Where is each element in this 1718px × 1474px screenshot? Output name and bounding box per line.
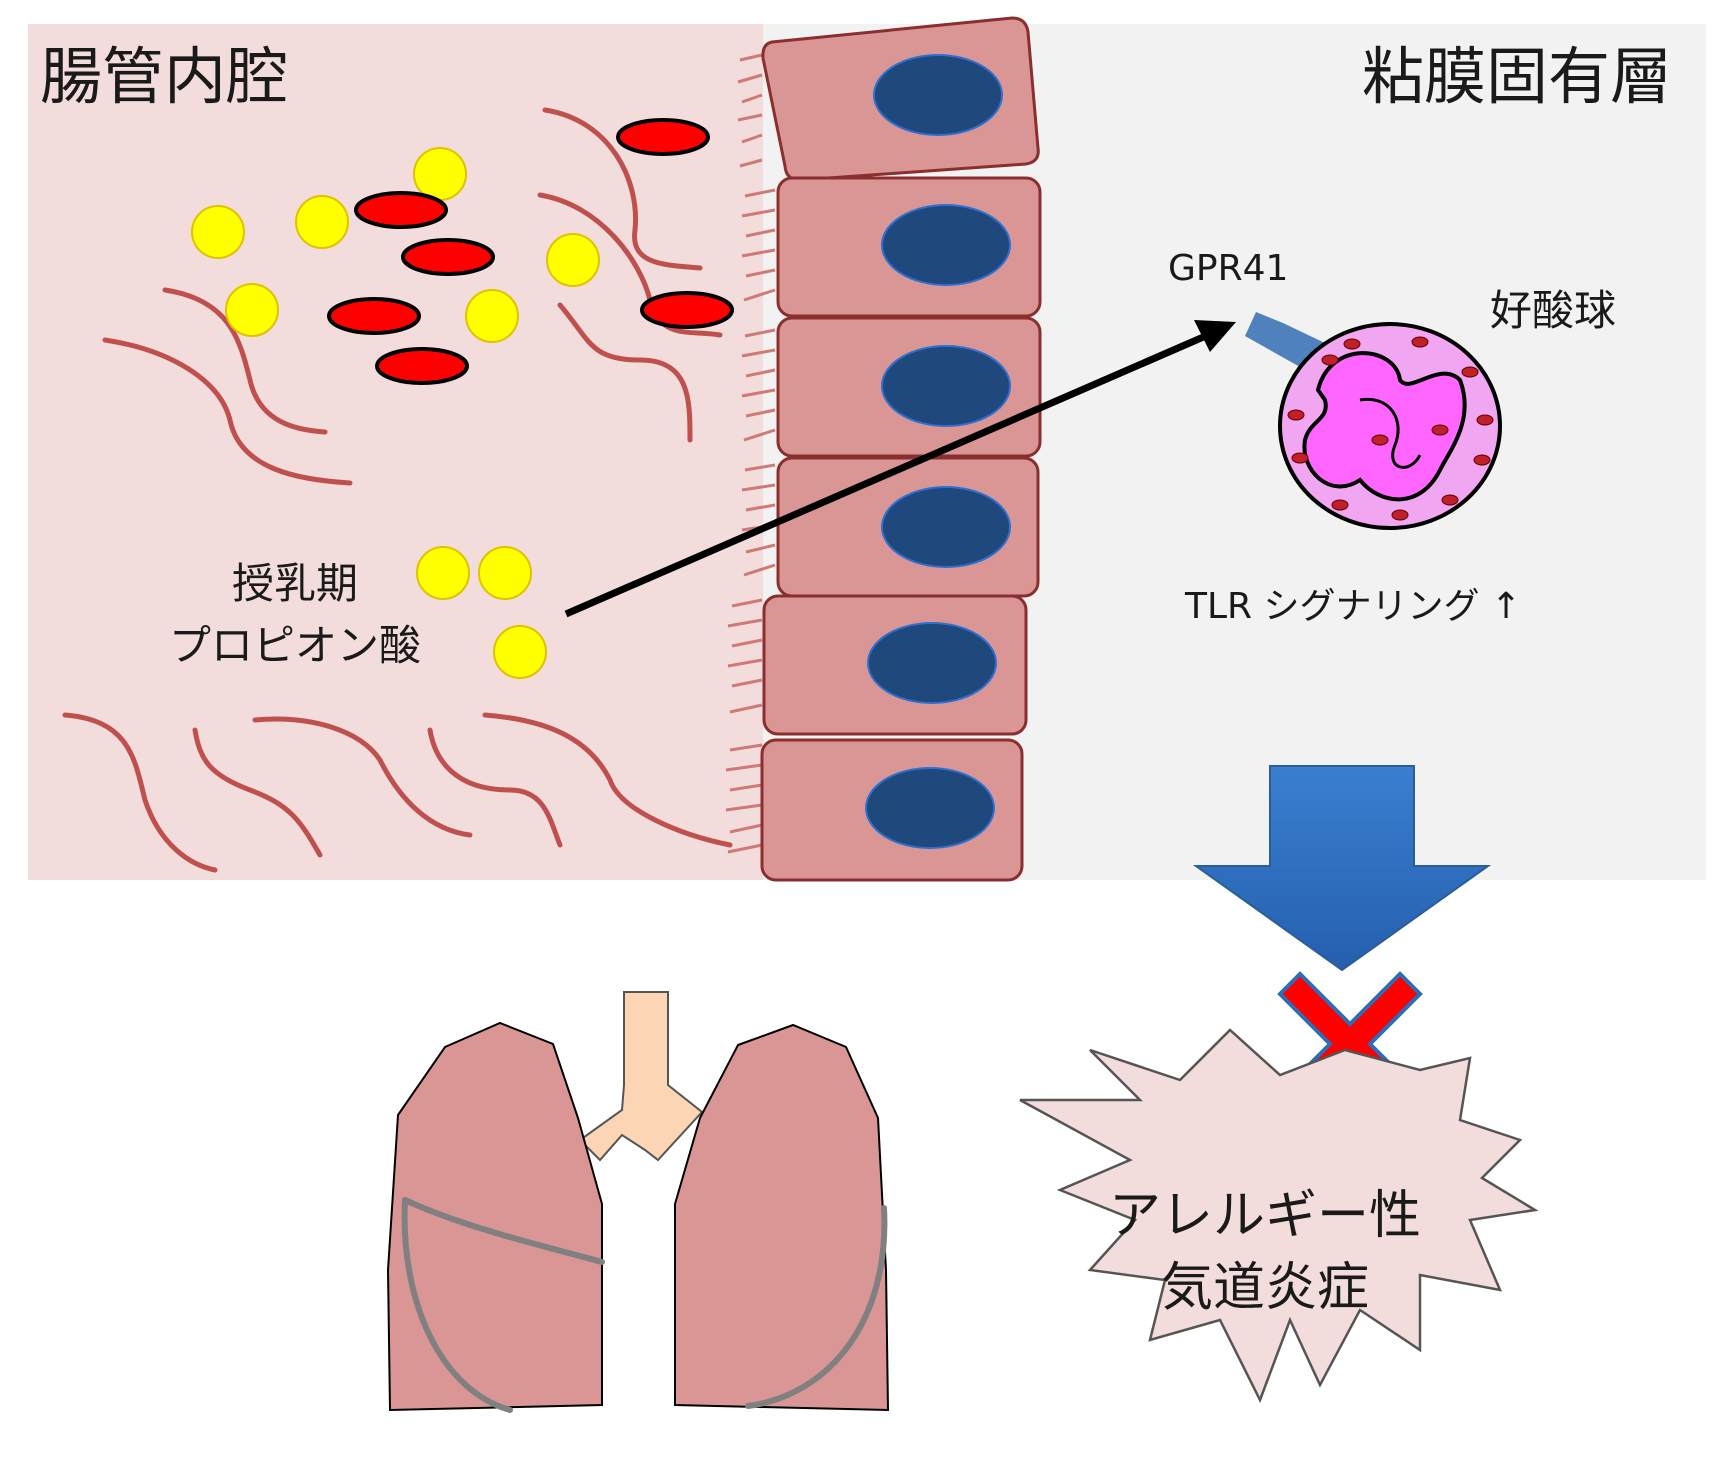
propionate-molecule: [478, 546, 532, 600]
red-bacterium: [375, 347, 469, 385]
tlr-signaling-label: TLR シグナリング ↑: [1184, 586, 1521, 627]
nucleus: [873, 54, 1003, 136]
propionate-molecule: [465, 289, 519, 343]
lactation-label: 授乳期: [232, 559, 358, 608]
trachea: [578, 991, 704, 1162]
lamina-propria-title: 粘膜固有層: [1362, 40, 1672, 113]
red-bacterium: [640, 291, 734, 329]
nuclei: [865, 54, 1011, 849]
microvilli: [725, 53, 776, 854]
left-lung: [386, 1021, 603, 1412]
lungs-icon: [386, 991, 890, 1413]
eosinophil-cell-icon: [1278, 322, 1502, 530]
outcome-line2: 気道炎症: [1161, 1258, 1369, 1318]
propionate-molecule: [493, 625, 547, 679]
propionate-molecule: [191, 205, 245, 259]
nucleus: [867, 622, 997, 704]
red-bacterium: [401, 238, 495, 276]
red-bacterium: [616, 118, 710, 156]
blue-down-arrow-icon: [1192, 765, 1492, 972]
epithelial-cell-icon: [760, 16, 1042, 882]
lumen-panel: [28, 24, 763, 880]
red-bacterium: [327, 297, 421, 335]
red-bacterium: [354, 191, 448, 229]
propionate-to-gpr41-arrow: [564, 320, 1236, 618]
lumen-title: 腸管内腔: [40, 40, 288, 113]
outcome-line1: アレルギー性: [1109, 1186, 1421, 1246]
propionate-molecule: [546, 233, 600, 287]
eosinophil-label: 好酸球: [1490, 286, 1616, 335]
nucleus: [881, 204, 1011, 286]
red-bacteria-group: [327, 118, 734, 385]
nucleus: [881, 486, 1011, 568]
nucleus: [865, 767, 995, 849]
propionate-molecule: [413, 147, 467, 201]
right-lung: [674, 1023, 890, 1412]
propionate-label: プロピオン酸: [169, 621, 421, 670]
propionate-molecule: [225, 283, 279, 337]
propionate-group: [191, 147, 600, 679]
nucleus: [881, 345, 1011, 427]
gpr41-label: GPR41: [1168, 248, 1288, 289]
propionate-molecule: [416, 546, 470, 600]
propionate-molecule: [295, 195, 349, 249]
bacteria-group: [62, 107, 733, 873]
allergy-burst-shape: [1019, 1028, 1539, 1404]
